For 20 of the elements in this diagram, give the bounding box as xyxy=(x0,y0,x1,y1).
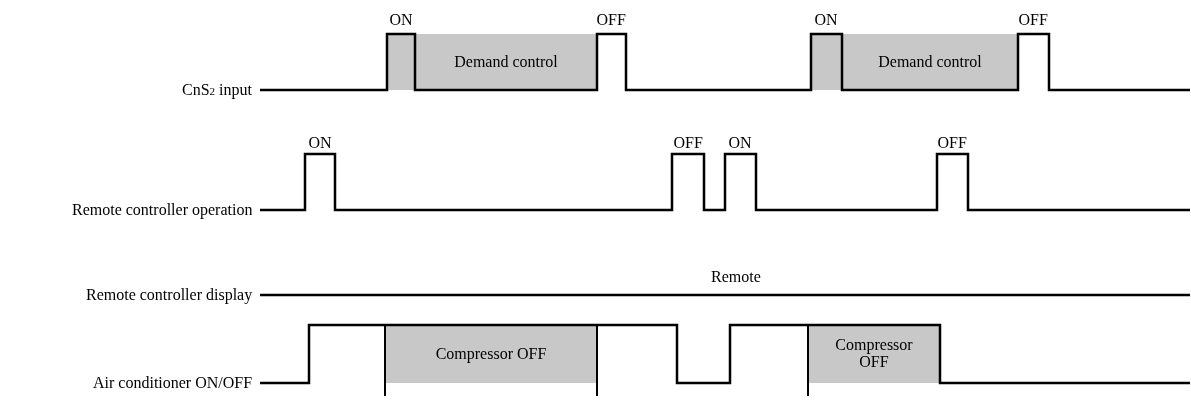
period-label: Compressor OFF xyxy=(435,345,547,363)
state-label: ON xyxy=(389,12,413,28)
period-label: Demand control xyxy=(454,53,558,71)
signal-name: Remote controller display xyxy=(86,287,253,303)
state-label: OFF xyxy=(1018,12,1048,28)
state-label: OFF xyxy=(673,135,703,151)
state-label: ON xyxy=(308,135,332,151)
state-label: OFF xyxy=(596,12,626,28)
state-label: ON xyxy=(728,135,752,151)
period-label: Demand control xyxy=(878,53,982,71)
state-label: OFF xyxy=(937,135,967,151)
signal-name: Air conditioner ON/OFF xyxy=(93,375,253,391)
shaded-period xyxy=(811,34,1018,90)
state-label: Remote xyxy=(711,269,761,285)
shaded-period xyxy=(387,34,597,90)
state-label: ON xyxy=(814,12,838,28)
shaded-period xyxy=(385,325,597,383)
period-label: Compressor OFF xyxy=(834,337,914,371)
shaded-period xyxy=(808,325,940,383)
signal-name: Remote controller operation xyxy=(72,202,253,218)
